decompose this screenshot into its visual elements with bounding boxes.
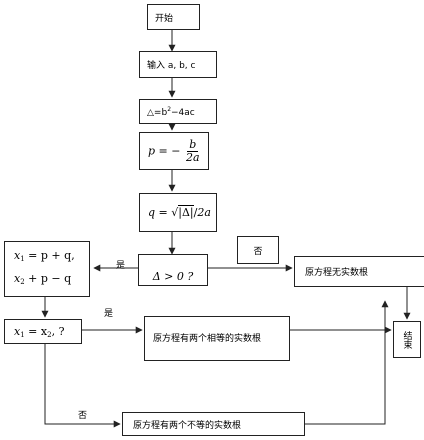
unequal-roots-node: 原方程有两个不等的实数根 xyxy=(122,412,305,436)
no-label-box: 否 xyxy=(237,236,279,264)
input-node: 输入 a, b, c xyxy=(139,51,217,78)
end-label: 结束 xyxy=(401,330,412,349)
root-x1-formula: x1 = p + q, xyxy=(14,249,75,263)
root-x2-formula: x2 + p − q xyxy=(14,272,72,286)
start-label: 开始 xyxy=(155,13,174,24)
decision-label: Δ > 0 ? xyxy=(152,270,194,283)
end-node: 结束 xyxy=(393,321,421,358)
unequal-roots-label: 原方程有两个不等的实数根 xyxy=(133,420,242,431)
edge-label-yes-2: 是 xyxy=(104,309,114,319)
start-node: 开始 xyxy=(147,4,200,30)
no-roots-node: 原方程无实数根 xyxy=(294,256,424,287)
no-roots-label: 原方程无实数根 xyxy=(305,268,369,278)
equal-roots-node: 原方程有两个相等的实数根 xyxy=(144,316,290,361)
input-label: 输入 a, b, c xyxy=(147,61,196,71)
arrow-check-no xyxy=(44,344,121,428)
edge-label-no-2: 否 xyxy=(78,411,88,421)
arrow-unequal-to-end xyxy=(305,300,389,425)
delta-node: △=b2−4ac xyxy=(139,99,217,124)
edge-label-yes-1: 是 xyxy=(116,261,126,271)
decision-node: Δ > 0 ? xyxy=(138,254,208,286)
roots-node: x1 = p + q, x2 + p − q xyxy=(4,241,90,297)
delta-formula: △=b2−4ac xyxy=(147,105,195,118)
equal-roots-label: 原方程有两个相等的实数根 xyxy=(153,333,262,344)
q-formula: q = √|Δ|/2a xyxy=(148,205,211,219)
equality-check-node: x1 = x2, ? xyxy=(4,319,82,344)
equality-check-label: x1 = x2, ? xyxy=(14,324,65,339)
q-formula-node: q = √|Δ|/2a xyxy=(139,193,217,232)
edge-label-no-1: 否 xyxy=(253,246,263,257)
